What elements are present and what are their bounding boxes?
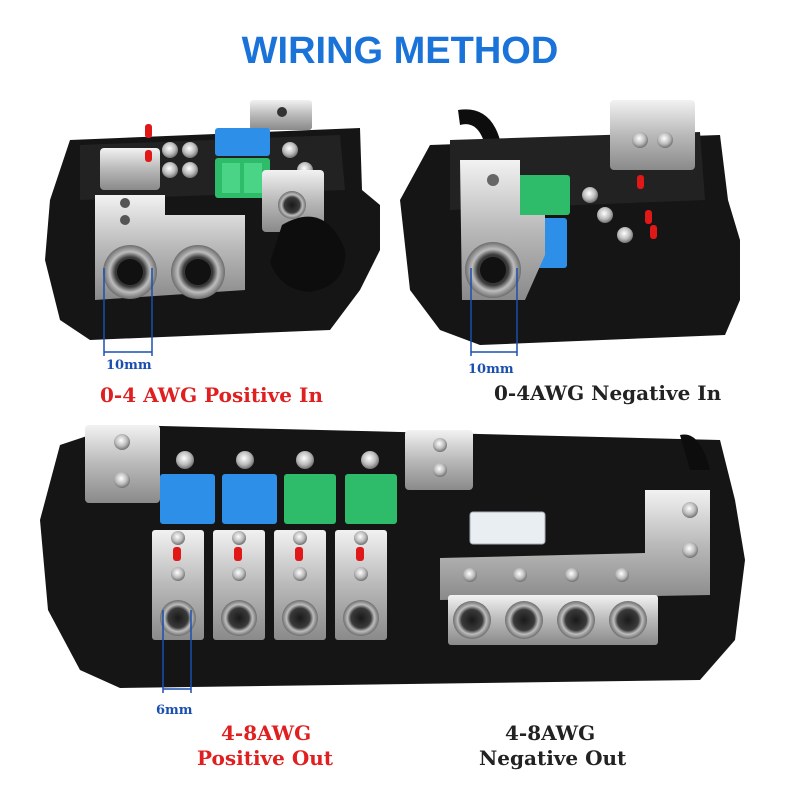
label-negative-out-line1: 4-8AWG [505, 721, 596, 745]
distribution-block-outputs [40, 425, 745, 688]
label-positive-out-line2: Positive Out [197, 746, 334, 770]
page-title: WIRING METHOD [241, 30, 559, 72]
dimension-label-negative-in: 10mm [468, 362, 514, 377]
label-positive-in: 0-4 AWG Positive In [100, 383, 323, 407]
label-positive-out-line1: 4-8AWG [221, 721, 312, 745]
label-negative-out-line2: Negative Out [479, 746, 627, 770]
dimension-label-positive-in: 10mm [106, 358, 152, 373]
dimension-marker-negative-in [470, 268, 518, 356]
distribution-block-negative-in [400, 100, 740, 345]
dimension-label-positive-out: 6mm [156, 703, 193, 718]
dimension-marker-positive-in [103, 268, 153, 356]
distribution-block-positive-in [45, 100, 380, 340]
dimension-marker-positive-out [162, 610, 192, 693]
label-negative-in: 0-4AWG Negative In [494, 381, 722, 405]
